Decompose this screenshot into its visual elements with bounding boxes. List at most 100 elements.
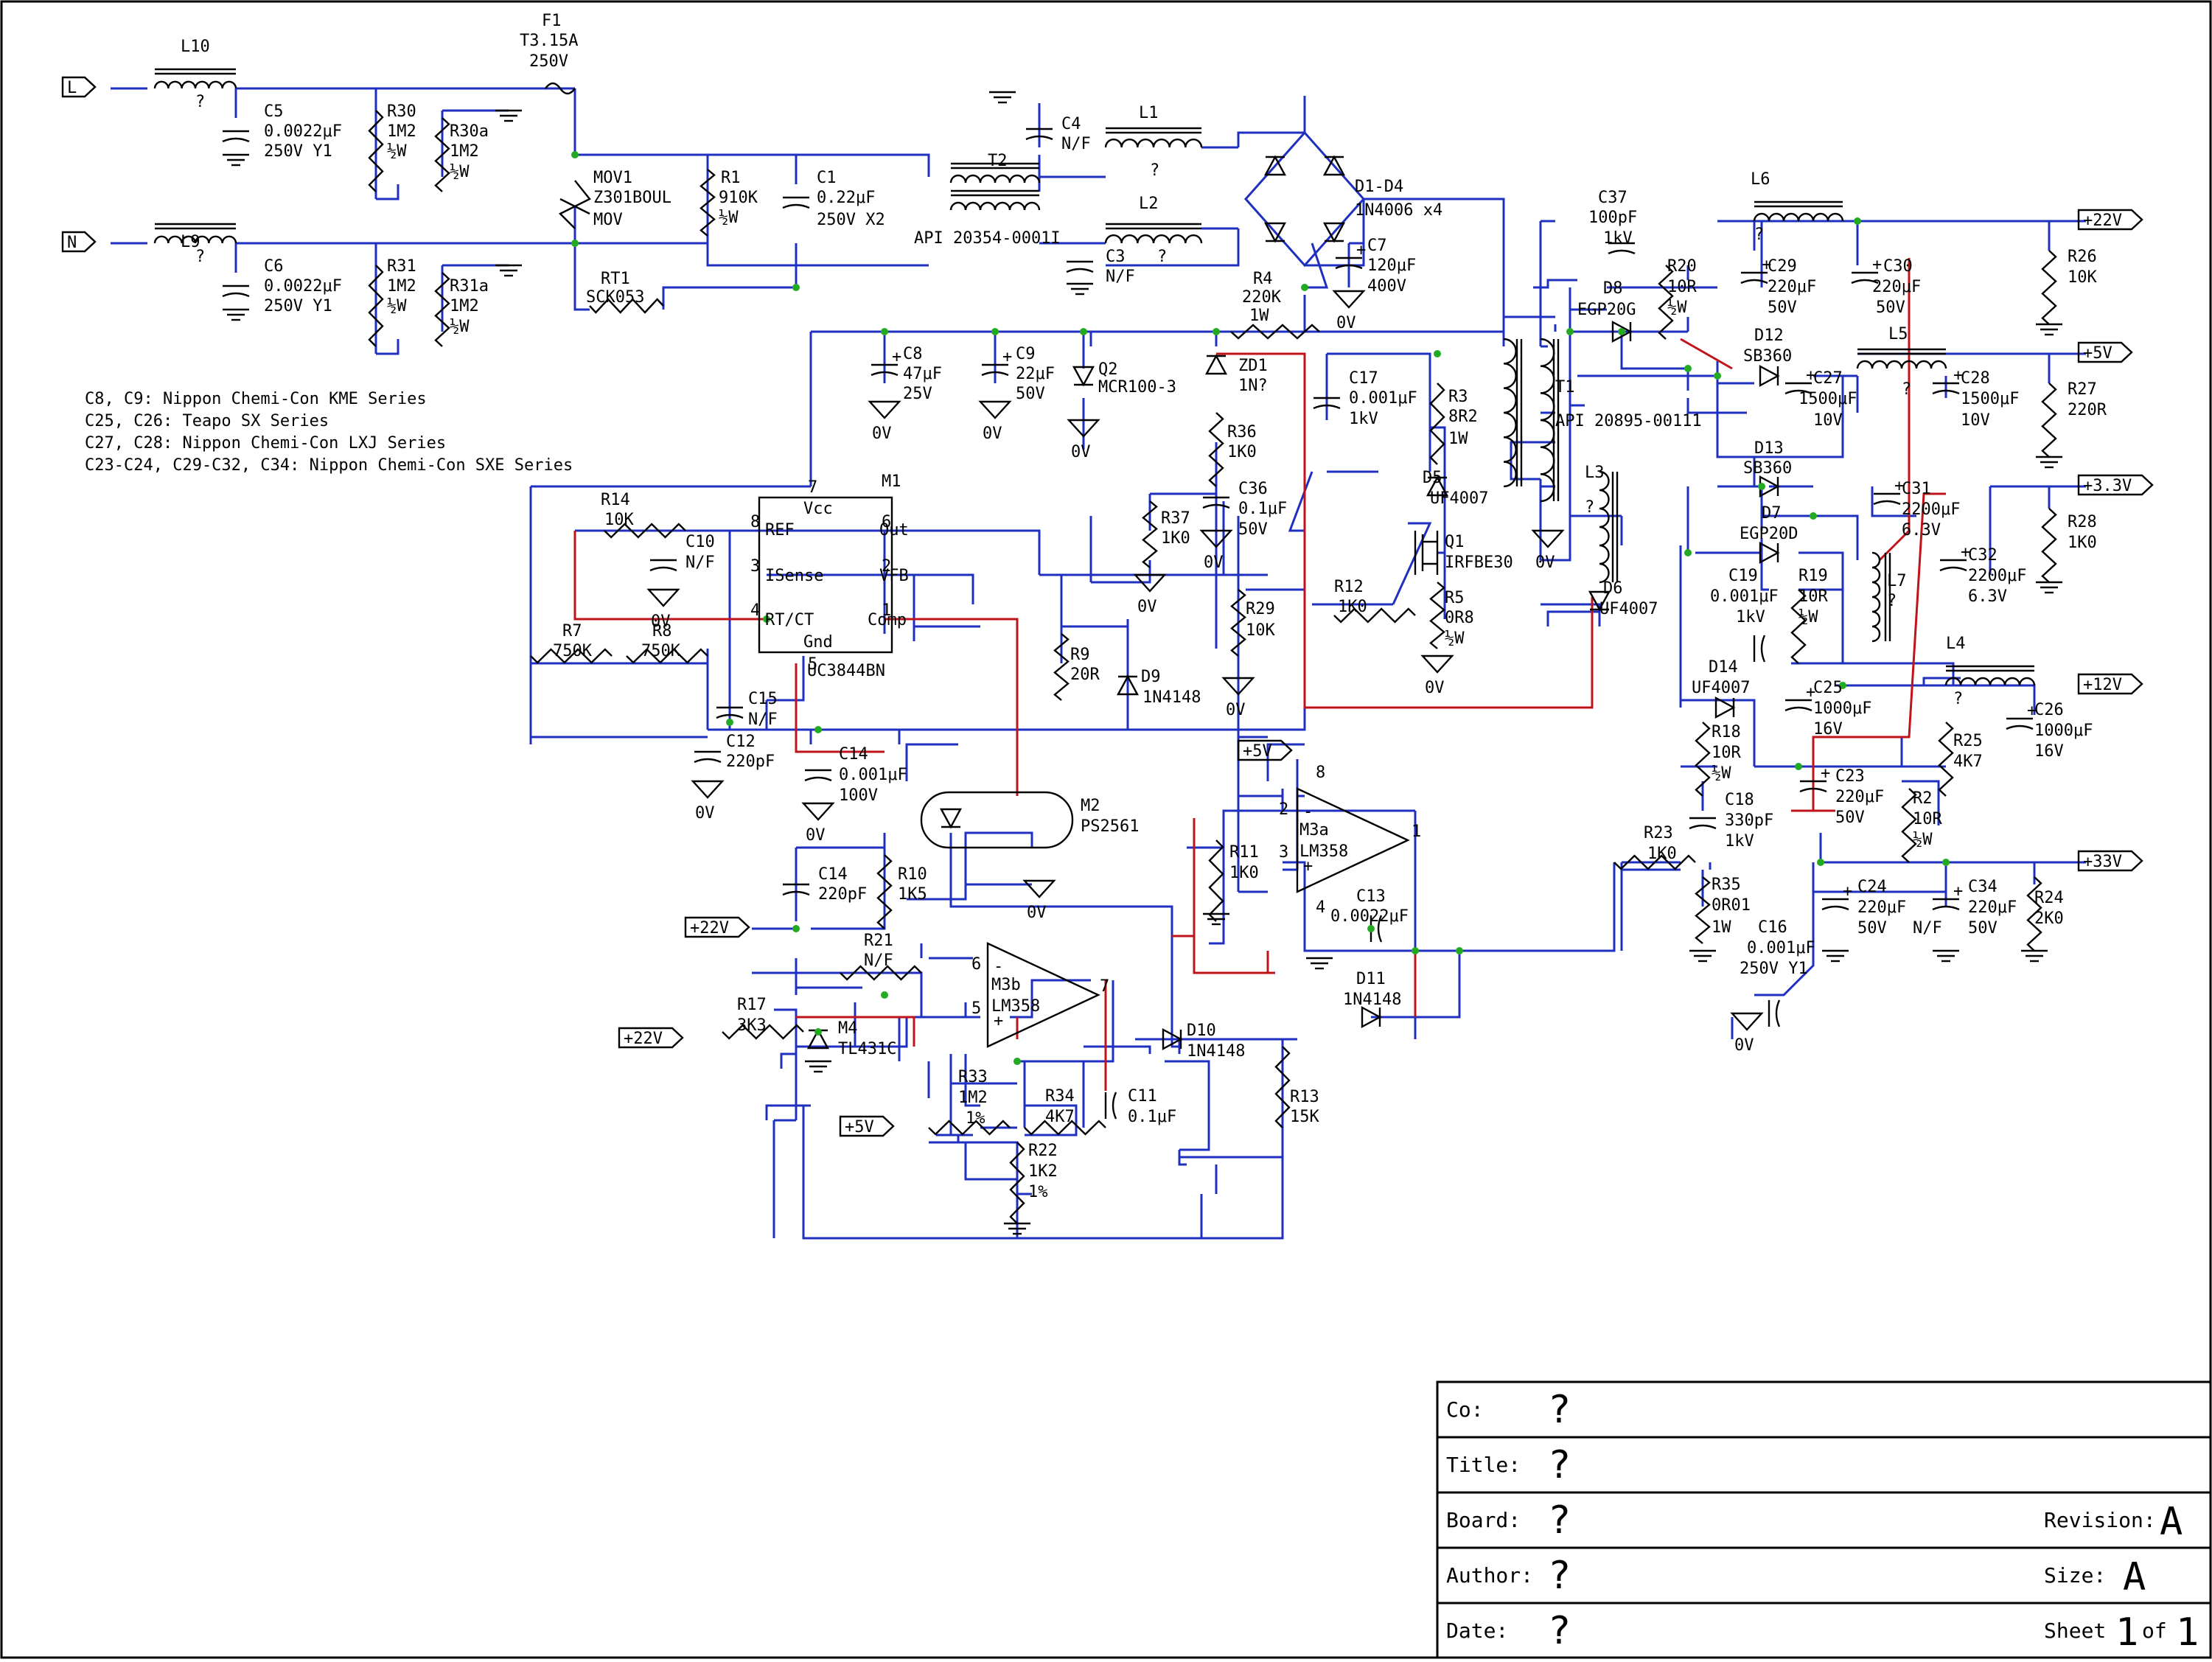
label-c6: C6 [264, 257, 284, 276]
label-c28v2: 10V [1961, 411, 1990, 430]
ground-c34 [1933, 949, 1959, 963]
label-c14b: C14 [818, 865, 848, 884]
label-c25v: 1000μF [1813, 699, 1871, 718]
label-a1: 1 [1412, 823, 1421, 841]
label-c12: C12 [726, 733, 756, 751]
port-label: L [67, 79, 77, 97]
junction-dot [814, 1028, 822, 1036]
capacitor-c1 [782, 196, 810, 209]
label-r13v: 15K [1290, 1108, 1319, 1126]
resistor-r13 [1274, 1046, 1291, 1128]
component-symbols: +0V+0V+0V0V0V0V0V0V0V0V0V0V-+-+0V+++++++… [153, 68, 2062, 1235]
label-m3bv: LM358 [991, 997, 1040, 1016]
port-p33b: +33V [2077, 850, 2143, 872]
label-c9v: 22μF [1016, 365, 1055, 383]
label-rt1v: SCK053 [586, 288, 644, 307]
port-label: N [67, 234, 77, 252]
capacitor-c27: + [1784, 366, 1815, 395]
label-c32v: 2200μF [1968, 567, 2026, 585]
label-c27v2: 10V [1813, 411, 1843, 430]
svg-text:+: + [1002, 348, 1012, 366]
label-l1: L1 [1139, 104, 1159, 122]
label-c15: C15 [748, 690, 778, 708]
label-l9v: ? [195, 248, 205, 266]
label-pin6: 6 [882, 513, 891, 531]
resistor-r27 [2041, 383, 2057, 458]
port-flag [2077, 209, 2143, 231]
junction-dot [1810, 512, 1817, 520]
label-c30v: 220μF [1872, 278, 1921, 296]
port-p5a: +5V [2077, 341, 2133, 363]
label-c31v: 2200μF [1902, 500, 1960, 519]
label-r10v: 1K5 [898, 885, 927, 904]
label-c15v: N/F [748, 710, 778, 729]
label-m4v: TL431C [838, 1040, 896, 1058]
resistor-r19 [1790, 589, 1807, 664]
label-r1w: ½W [719, 209, 739, 227]
diode-d2 [1322, 155, 1346, 176]
label-r14: R14 [601, 491, 630, 509]
capacitor-c18 [1689, 817, 1717, 830]
label-d14v: UF4007 [1692, 679, 1750, 697]
label-d11: D11 [1356, 970, 1386, 988]
diode-d1 [1263, 155, 1287, 176]
capacitor-c34: + [1932, 882, 1963, 911]
port-flag [2077, 673, 2143, 695]
ic-m1-uc3844bn [758, 496, 893, 654]
label-l4: L4 [1946, 635, 1966, 653]
inductor-l5 [1856, 348, 1947, 369]
label-r18: R18 [1712, 723, 1741, 741]
port-label: +5V [845, 1118, 874, 1136]
label-r30w: ½W [387, 142, 407, 161]
svg-text:+: + [1843, 882, 1852, 901]
label-zd1: ZD1 [1238, 357, 1268, 375]
label-r33v: 1M2 [958, 1089, 988, 1107]
label-r5: R5 [1445, 589, 1465, 607]
capacitor-c9: + [981, 348, 1012, 377]
label-c30v2: 50V [1876, 298, 1905, 317]
junction-dot [1839, 682, 1846, 689]
capacitor-c28: + [1932, 366, 1963, 395]
capacitor-c29: + [1740, 256, 1771, 284]
label-c29v2: 50V [1768, 298, 1797, 317]
label-c5v2: 250V Y1 [264, 142, 332, 161]
port-label: +33V [2083, 853, 2122, 871]
label-c5: C5 [264, 102, 284, 121]
label-r36: R36 [1227, 423, 1257, 441]
port-in22a: +22V [684, 916, 750, 938]
label-l10: L10 [181, 38, 210, 56]
svg-text:+: + [1961, 543, 1970, 562]
tb-co-value: ? [1548, 1388, 1571, 1432]
zero-volt-label: 0V [1734, 1036, 1754, 1055]
junction-dot [792, 284, 800, 291]
port-p33: +3.3V [2077, 474, 2154, 496]
label-rt1: RT1 [601, 270, 630, 288]
label-c31v2: 6.3V [1902, 521, 1941, 540]
label-m3av: LM358 [1299, 842, 1348, 861]
note-line: C23-C24, C29-C32, C34: Nippon Chemi-Con … [85, 456, 573, 475]
junction-dot [1758, 483, 1765, 490]
svg-text:+: + [1806, 366, 1815, 385]
label-c14bv: 220pF [818, 885, 867, 904]
label-c6v2: 250V Y1 [264, 297, 332, 315]
svg-text:+: + [892, 348, 901, 366]
fuse-f1 [545, 82, 576, 95]
zero-volt-label: 0V [983, 425, 1002, 443]
ground-r24 [2021, 949, 2048, 963]
label-c5v: 0.0022μF [264, 122, 342, 141]
label-r19v: 10R [1798, 587, 1828, 606]
label-mov1v: Z301BOUL [593, 189, 671, 207]
ground-c9: 0V [978, 400, 1012, 443]
label-r4w: 1W [1249, 307, 1269, 325]
label-l1v: ? [1150, 161, 1159, 180]
label-r33t: 1% [966, 1109, 985, 1128]
label-f1v2: 250V [529, 52, 568, 71]
tb-date-label: Date: [1446, 1619, 1508, 1643]
label-c36: C36 [1238, 480, 1268, 498]
resistor-r24 [2026, 876, 2042, 952]
label-c14av: 0.001μF [839, 766, 907, 784]
diode-d3 [1263, 222, 1287, 243]
resistor-r29 [1230, 589, 1246, 657]
label-r22: R22 [1028, 1142, 1058, 1160]
